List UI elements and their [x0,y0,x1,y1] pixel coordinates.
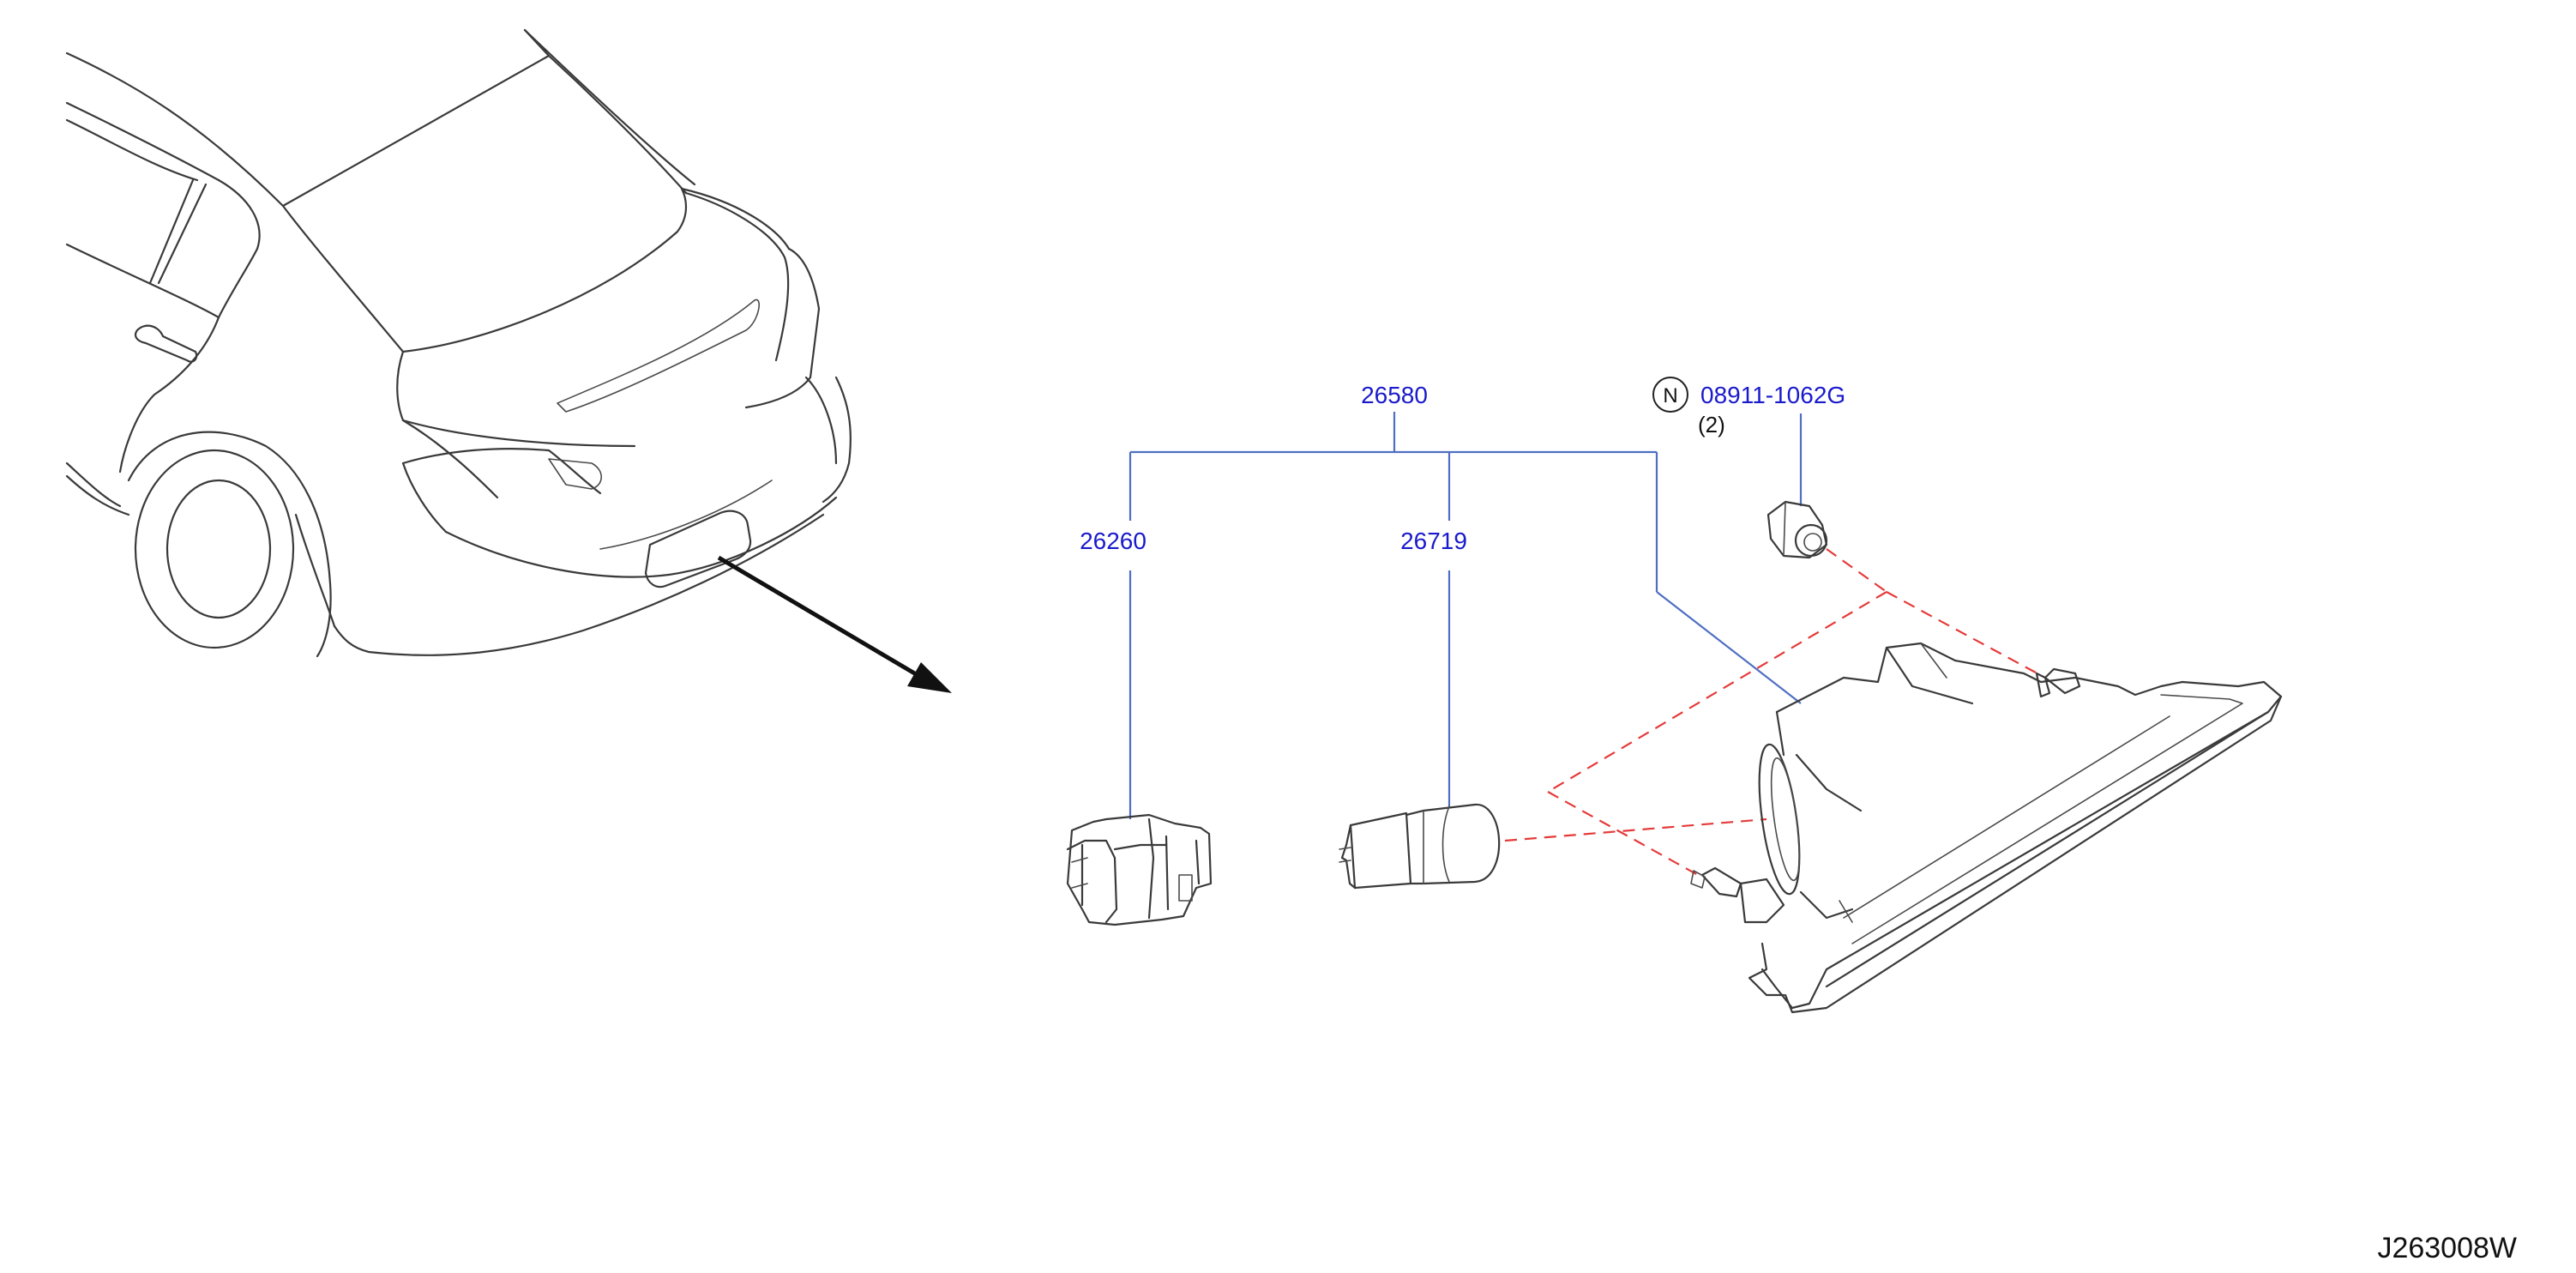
bulb-part-number: 26719 [1400,528,1467,554]
assembly-leader-lines [1129,412,1803,819]
nut-part-number: 08911-1062G [1700,382,1845,408]
figure-code: J263008W [2377,1232,2517,1264]
vehicle-rear-illustration [65,28,852,658]
socket-part-illustration [1066,813,1213,926]
nut-part-illustration [1766,500,1828,559]
n-symbol-text: N [1663,384,1677,407]
installation-dashed-lines [1504,548,2046,876]
bulb-part-illustration [1339,803,1501,890]
n-symbol-circle [1652,377,1688,413]
direction-arrow [717,555,952,693]
nut-label-group: N 08911-1062G (2) [1652,377,1845,437]
lamp-assembly-illustration [1690,642,2283,1014]
nut-quantity: (2) [1698,412,1725,437]
assembly-part-number: 26580 [1361,382,1428,408]
socket-part-number: 26260 [1080,528,1147,554]
